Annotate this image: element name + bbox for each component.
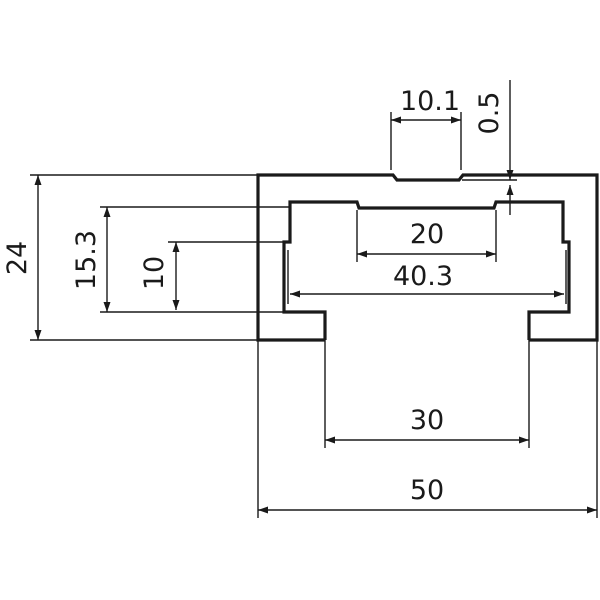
dim-label-overall-width: 50 xyxy=(410,475,444,506)
dim-lip-offset: 0.5 xyxy=(462,80,517,215)
dim-label-inner-width: 40.3 xyxy=(393,261,453,292)
dim-overall-width: 50 xyxy=(257,340,598,518)
dim-inner-height: 15.3 xyxy=(71,206,290,313)
dim-label-bottom-slot-width: 30 xyxy=(410,405,444,436)
inner-profile-outline xyxy=(282,200,571,340)
dim-label-overall-height: 24 xyxy=(2,241,33,275)
dim-inner-width: 40.3 xyxy=(290,261,564,298)
dim-label-lip-offset: 0.5 xyxy=(474,92,505,135)
dim-label-inner-height: 15.3 xyxy=(71,230,102,290)
dim-overall-height: 24 xyxy=(2,174,258,341)
dim-bottom-slot-width: 30 xyxy=(324,340,530,448)
dim-label-opening-width: 10.1 xyxy=(400,86,460,117)
dim-label-inner-top-width: 20 xyxy=(410,219,444,250)
outer-profile-outline xyxy=(256,173,599,342)
dim-opening-width: 10.1 xyxy=(390,86,462,170)
dim-label-side-recess-height: 10 xyxy=(139,256,170,290)
dim-inner-top-width: 20 xyxy=(356,210,497,262)
dim-side-recess-height: 10 xyxy=(139,241,284,310)
